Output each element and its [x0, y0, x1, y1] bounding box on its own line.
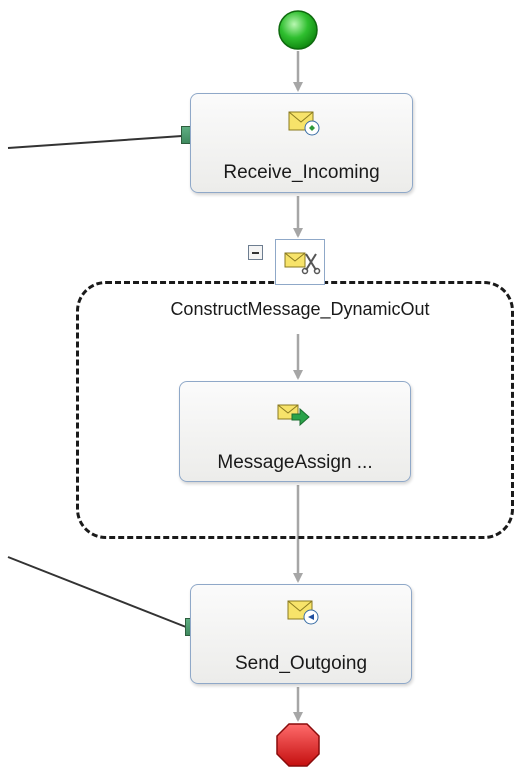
- construct-message-icon[interactable]: [275, 239, 325, 285]
- message-assign-shape[interactable]: MessageAssign ...: [179, 381, 411, 482]
- assign-message-icon: [276, 402, 312, 435]
- receive-incoming-shape[interactable]: Receive_Incoming: [190, 93, 413, 193]
- shape-label: Receive_Incoming: [223, 162, 380, 183]
- end-node[interactable]: [276, 723, 320, 767]
- receive-port-connector: [7, 135, 183, 149]
- start-node[interactable]: [278, 10, 318, 50]
- send-port-connector: [7, 556, 187, 628]
- send-envelope-icon: [286, 597, 320, 632]
- shape-label: MessageAssign ...: [217, 452, 373, 473]
- receive-envelope-icon: [287, 108, 321, 143]
- scope-label: ConstructMessage_DynamicOut: [170, 299, 430, 319]
- collapse-button[interactable]: [248, 245, 263, 260]
- send-outgoing-shape[interactable]: Send_Outgoing: [190, 584, 412, 684]
- shape-label: Send_Outgoing: [234, 653, 368, 674]
